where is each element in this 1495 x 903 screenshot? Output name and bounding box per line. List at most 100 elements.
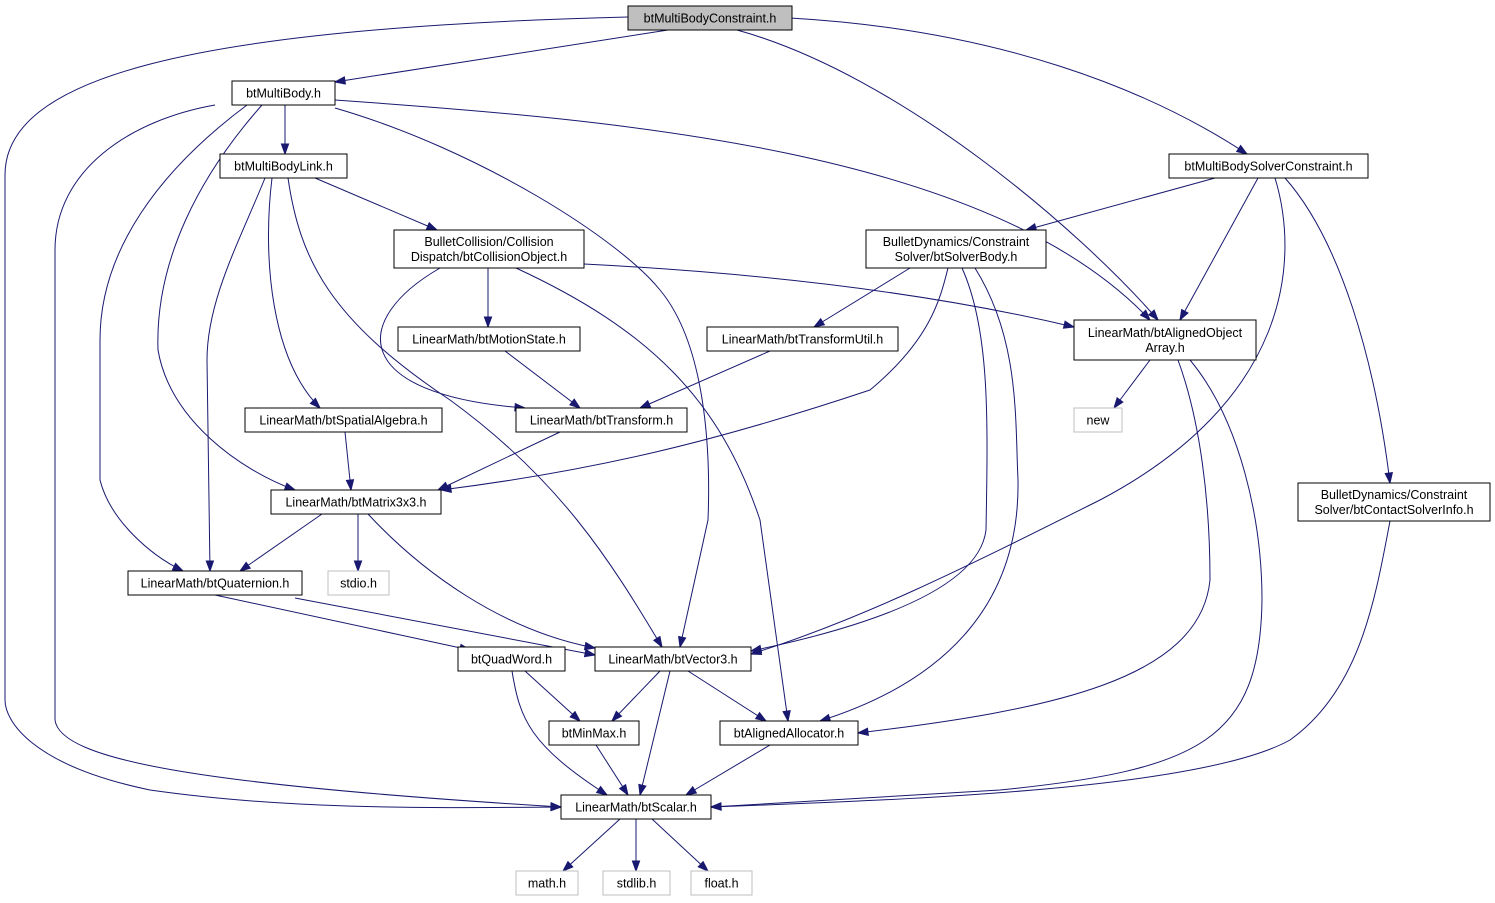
node-label: math.h [528, 877, 566, 891]
arrowhead [1113, 397, 1124, 410]
edge-line [515, 267, 789, 722]
edge-line [1025, 177, 1216, 231]
edge-alignedarray-to-allocator [856, 359, 1211, 737]
edge-line [813, 267, 911, 328]
edge-constraint-to-alignedarray [736, 29, 1159, 322]
node-transformutil[interactable]: LinearMath/btTransformUtil.h [706, 326, 899, 352]
node-label: LinearMath/btMotionState.h [412, 333, 566, 347]
arrowhead [569, 710, 582, 722]
node-vector3[interactable]: LinearMath/btVector3.h [594, 646, 752, 672]
node-math: math.h [515, 870, 579, 896]
node-label: Solver/btSolverBody.h [895, 250, 1018, 264]
edge-multibody-to-link [280, 105, 290, 156]
edge-line [157, 104, 296, 491]
node-label: LinearMath/btSpatialAlgebra.h [259, 414, 427, 428]
node-matrix[interactable]: LinearMath/btMatrix3x3.h [270, 489, 442, 515]
node-motionstate[interactable]: LinearMath/btMotionState.h [397, 326, 581, 352]
edge-line [99, 104, 248, 572]
edge-quaternion-to-vector3 [294, 597, 597, 658]
edge-solverbody-to-vector3 [749, 267, 988, 654]
arrowhead [353, 560, 363, 573]
node-label: btMultiBody.h [246, 87, 321, 101]
node-label: Array.h [1145, 341, 1184, 355]
edge-link-to-spatialalgebra [268, 177, 322, 410]
edge-matrix-to-quaternion [238, 513, 323, 572]
node-label: btMinMax.h [562, 727, 627, 741]
node-box [706, 326, 899, 352]
edge-multibody-to-alignedarray [334, 99, 1152, 322]
node-minmax[interactable]: btMinMax.h [548, 720, 640, 746]
node-box [231, 80, 336, 106]
node-transform[interactable]: LinearMath/btTransform.h [515, 407, 688, 433]
arrowhead [684, 785, 698, 796]
node-collisionobject[interactable]: BulletCollision/CollisionDispatch/btColl… [393, 229, 585, 269]
edge-multibody-to-matrix [157, 104, 297, 491]
node-label: btAlignedAllocator.h [734, 727, 845, 741]
edge-line [639, 670, 671, 796]
node-label: LinearMath/btTransform.h [530, 414, 673, 428]
arrowhead [749, 644, 763, 654]
node-label: Dispatch/btCollisionObject.h [411, 250, 567, 264]
edge-scalar-to-float [651, 818, 710, 873]
edge-alignedarray-to-new [1113, 359, 1151, 410]
node-constraint[interactable]: btMultiBodyConstraint.h [627, 5, 793, 31]
node-stdlib: stdlib.h [602, 870, 671, 896]
node-scalar[interactable]: LinearMath/btScalar.h [560, 794, 712, 820]
node-solverconstraint[interactable]: btMultiBodySolverConstraint.h [1168, 153, 1369, 179]
node-box [627, 5, 793, 31]
arrowhead [283, 482, 297, 491]
edge-line [639, 350, 771, 409]
node-box [865, 229, 1047, 269]
edge-line [440, 267, 949, 491]
edge-matrix-to-vector3 [367, 513, 597, 651]
edge-solverbody-to-matrix [439, 267, 949, 493]
edge-quadword-to-scalar [511, 670, 609, 796]
node-box [515, 407, 688, 433]
node-solverbody[interactable]: BulletDynamics/ConstraintSolver/btSolver… [865, 229, 1047, 269]
edge-constraint-to-multibody [333, 29, 669, 85]
arrowhead [638, 399, 652, 409]
node-box [393, 229, 585, 269]
edge-collisionobject-to-alignedarray [583, 263, 1076, 329]
arrowhead [583, 641, 597, 651]
node-box [270, 489, 442, 515]
arrowhead [638, 783, 647, 797]
edge-link-to-collisionobject [314, 177, 439, 231]
node-box [1168, 153, 1369, 179]
node-spatialalgebra[interactable]: LinearMath/btSpatialAlgebra.h [244, 407, 443, 433]
edge-collisionobject-to-allocator [515, 267, 791, 723]
edge-line [206, 177, 266, 572]
arrowhead [280, 143, 290, 156]
node-box [219, 153, 348, 179]
node-box [397, 326, 581, 352]
arrowhead [333, 76, 347, 85]
edge-line [857, 359, 1211, 734]
arrowhead [782, 710, 791, 723]
edge-line [504, 350, 581, 409]
edge-line [651, 818, 709, 872]
arrowhead [1235, 144, 1249, 155]
node-multibody[interactable]: btMultiBody.h [231, 80, 336, 106]
arrowhead [595, 785, 609, 796]
node-quaternion[interactable]: LinearMath/btQuaternion.h [127, 570, 303, 596]
edge-solverconstraint-to-solverbody [1024, 177, 1216, 232]
edge-vector3-to-minmax [610, 670, 661, 723]
arrowhead [818, 713, 832, 722]
node-contactsolverinfo[interactable]: BulletDynamics/ConstraintSolver/btContac… [1297, 482, 1491, 522]
node-link[interactable]: btMultiBodyLink.h [219, 153, 348, 179]
node-quadword[interactable]: btQuadWord.h [457, 646, 566, 672]
arrowhead [561, 860, 574, 872]
node-label: LinearMath/btTransformUtil.h [722, 333, 883, 347]
edge-multibody-to-scalar [54, 104, 563, 811]
arrowhead [1179, 308, 1189, 322]
edge-motionstate-to-transform [504, 350, 582, 409]
arrowhead [1139, 309, 1152, 322]
arrowhead [238, 561, 252, 572]
arrowhead [171, 562, 185, 572]
arrowhead [1147, 309, 1159, 322]
node-allocator[interactable]: btAlignedAllocator.h [719, 720, 859, 746]
edge-quadword-to-minmax [524, 670, 582, 722]
edge-line [583, 263, 1075, 328]
